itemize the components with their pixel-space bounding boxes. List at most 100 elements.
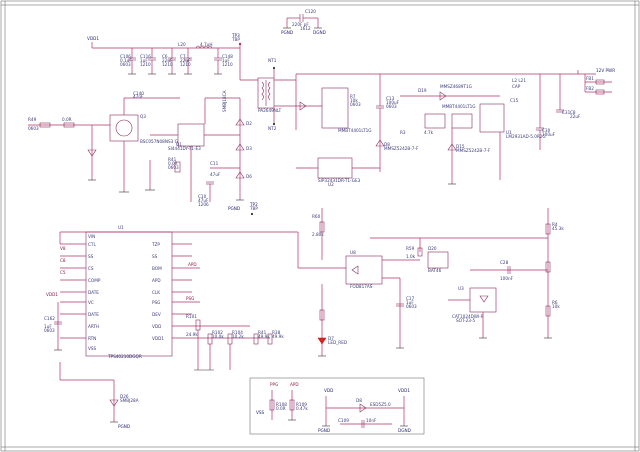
top-cap-group: C120 220F pF 1612 PGND DGND	[281, 9, 326, 35]
zener-chain: D2 D3 D6 SMBJ18CA C11 47uF C10 47uF 1206…	[198, 90, 258, 216]
label-controller-left_pins-9: RTN	[88, 336, 96, 341]
label-input_caps-1-ref: C116	[140, 54, 151, 59]
fb1-label: FB1	[586, 76, 594, 81]
label-controller-right_pins-1: SS	[152, 254, 158, 259]
status-led: D7 LED_RED	[317, 284, 347, 357]
label-input_caps-2-ref: C6	[162, 54, 168, 59]
controller-right-pins: TZP SS BOM APD CLK PSG DEV VDD VDD1	[151, 242, 164, 341]
label-regulator-ic_ref: U1	[506, 130, 512, 135]
label-snubber-c_ref: C140	[133, 91, 144, 96]
label-bottom_diode-ref: D26	[120, 394, 129, 399]
label-controller_passives-0-pkg: 0603	[44, 328, 55, 333]
label-aux-z_ref: D8	[384, 142, 390, 147]
aux-section: R7 10k 0603 MMBT4401LT1G C13 100uF 0603 …	[296, 74, 419, 187]
pgnd-label-top: PGND	[281, 30, 293, 35]
label-aux-r_ref: R7	[350, 94, 356, 99]
label-controller-right_pins-8: VDD1	[152, 336, 164, 341]
label-bottom_diode-net: PGND	[118, 424, 130, 429]
label-bottom_box-c-val: 10nF	[366, 418, 377, 423]
output-connector-label: 12V PWR	[596, 68, 615, 73]
label-shunt-ic_ref: U3	[458, 286, 464, 291]
label-mid_section-tp_sub: TBP	[249, 206, 258, 211]
label-zener_chain-2-ref: D6	[246, 174, 252, 179]
label-led-ref: D7	[328, 336, 334, 341]
label-bottom_box-r1-ref: R108	[276, 402, 287, 407]
label-bottom_box-dgnd: DGND	[398, 428, 411, 433]
label-controller_passives-2-val: 10.0k	[212, 334, 224, 339]
label-input_caps-2-pkg: 1210	[162, 62, 173, 67]
label-aux-c_val: 100uF	[386, 100, 400, 105]
label-bottom_box-c-ref: C109	[338, 418, 349, 423]
label-aux-c_ref: C13	[386, 96, 395, 101]
label-controller-right_pins-5: PSG	[152, 300, 160, 305]
l20-ref: L20	[178, 42, 186, 47]
label-shunt-c_ref: C28	[500, 260, 509, 265]
label-regulator-c2_val: 22uF	[570, 114, 581, 119]
label-opto-part: FOD817AS	[350, 284, 373, 289]
label-controller-left_pins-4: COMP	[88, 278, 101, 283]
label-mosfet_left-r_sense: R49	[28, 117, 37, 122]
label-bottom_box-r1-val: 0.0R	[276, 406, 286, 411]
label-controller-right_pins-7: VDD	[152, 324, 161, 329]
label-regulator-d2_part: MMSZ4689T1G	[440, 84, 472, 89]
label-controller-right_pins-2: BOM	[152, 266, 162, 271]
bottom-diode: D26 SMBJ28A PGND	[59, 362, 139, 429]
label-controller_passives-5-val: 49.9k	[272, 334, 284, 339]
label-output-cap2: C31	[562, 110, 571, 115]
bottom-box-frame	[249, 377, 425, 435]
label-regulator-r_ref: R3	[400, 130, 406, 135]
label-controller-left_pins-10: VSS	[88, 346, 97, 351]
label-controller_passives-3-val: 10.2k	[232, 334, 244, 339]
label-shunt-r2_ref: R4	[552, 222, 558, 227]
label-bottom_box-nets-1: APD	[290, 382, 299, 387]
label-aux-z_part: MMSZ5242B-7-F	[384, 146, 419, 151]
label-bottom_box-r2-ref: R109	[296, 402, 307, 407]
label-regulator-c_ref: C15	[510, 98, 519, 103]
label-opto-ref: U8	[350, 250, 356, 255]
controller-part: TPS40210DGQR	[107, 354, 142, 359]
label-input_caps-1-pkg: 1210	[140, 62, 151, 67]
label-controller-right_nets-1: PSG	[186, 296, 194, 301]
label-mosfet_mid-ref: Q1	[176, 142, 182, 147]
label-opto-r_ref: R60	[312, 214, 321, 219]
label-output-cap_val: 100uF	[542, 132, 556, 137]
label-input_caps-0-ref: C106	[120, 54, 131, 59]
label-mid_section-c_ref: C11	[210, 161, 219, 166]
label-opto-c_ref: C17	[406, 296, 415, 301]
transformer: PA2649NLT NT1 NT2	[257, 58, 297, 131]
label-controller-right_pins-3: APD	[152, 278, 161, 283]
label-mosfet_mid-r_ref: R41	[168, 157, 177, 162]
label-mid_section-pgnd: PGND	[228, 206, 240, 211]
c120-pkg: 1612	[300, 26, 311, 31]
label-input_caps-2-value: 22uF	[162, 58, 173, 63]
label-aux-ic_part: SIP32431DR-T1-GE3	[318, 178, 361, 183]
output-section: 12V PWR FB1 FB2 C30 100uF C31 L2 L21 CAP	[296, 68, 615, 150]
label-mosfet_mid-part: SI4441DY-T1-E3	[168, 146, 201, 151]
label-shunt-r_ref: R59	[406, 246, 415, 251]
label-controller_passives-1-ref: R101	[186, 314, 197, 319]
label-aux-r_pkg: 0603	[350, 102, 361, 107]
mosfet-left: R49 0603 0.0R Q3 BSC057N08NS3 G C140 47n…	[28, 91, 180, 193]
label-controller-right_nets-0: APD	[188, 262, 197, 267]
tbp-label: TBP	[231, 37, 240, 42]
label-regulator-q_part: MMBT4401LT1G	[442, 104, 476, 109]
label-input_caps-0-value: 0.1uF	[120, 58, 132, 63]
label-controller_passives-0-val: 1uF	[44, 324, 52, 329]
label-controller-left_pins-8: ARTH	[88, 324, 99, 329]
input-rail: VDD1 TP3 TBP L20 4.7uH	[87, 33, 258, 81]
bottom-box: PPG APD VDD VDD1 VSS R108 0.0R R109 0.47…	[249, 377, 425, 435]
label-output-ind: L2 L21	[512, 78, 526, 83]
label-shunt-d_part: BAT46	[428, 268, 442, 273]
label-mid_section-c2_pkg: 1206	[198, 202, 209, 207]
label-bottom_box-d-ref: D8	[356, 398, 362, 403]
label-input_caps-4-value: 1uF	[222, 58, 230, 63]
label-aux-c_pkg: 0603	[386, 104, 397, 109]
label-controller-left_nets-1: C8	[60, 258, 66, 263]
regulator-section: D19 MMSZ4689T1G MMBT4401LT1G R3 4.7k D15…	[400, 84, 581, 185]
label-mid_section-c2_val: 47uF	[198, 198, 209, 203]
transformer-nt1: NT1	[268, 58, 277, 63]
controller-ref: U1	[118, 225, 124, 230]
controller-passives: C162 1uF 0603 R101 24.9k R102 10.0k R104…	[44, 302, 284, 371]
label-regulator-ic_part: LM2931AD-5.0R2G	[506, 134, 546, 139]
label-regulator-d_part: MMSZ5242B-7-F	[456, 148, 491, 153]
